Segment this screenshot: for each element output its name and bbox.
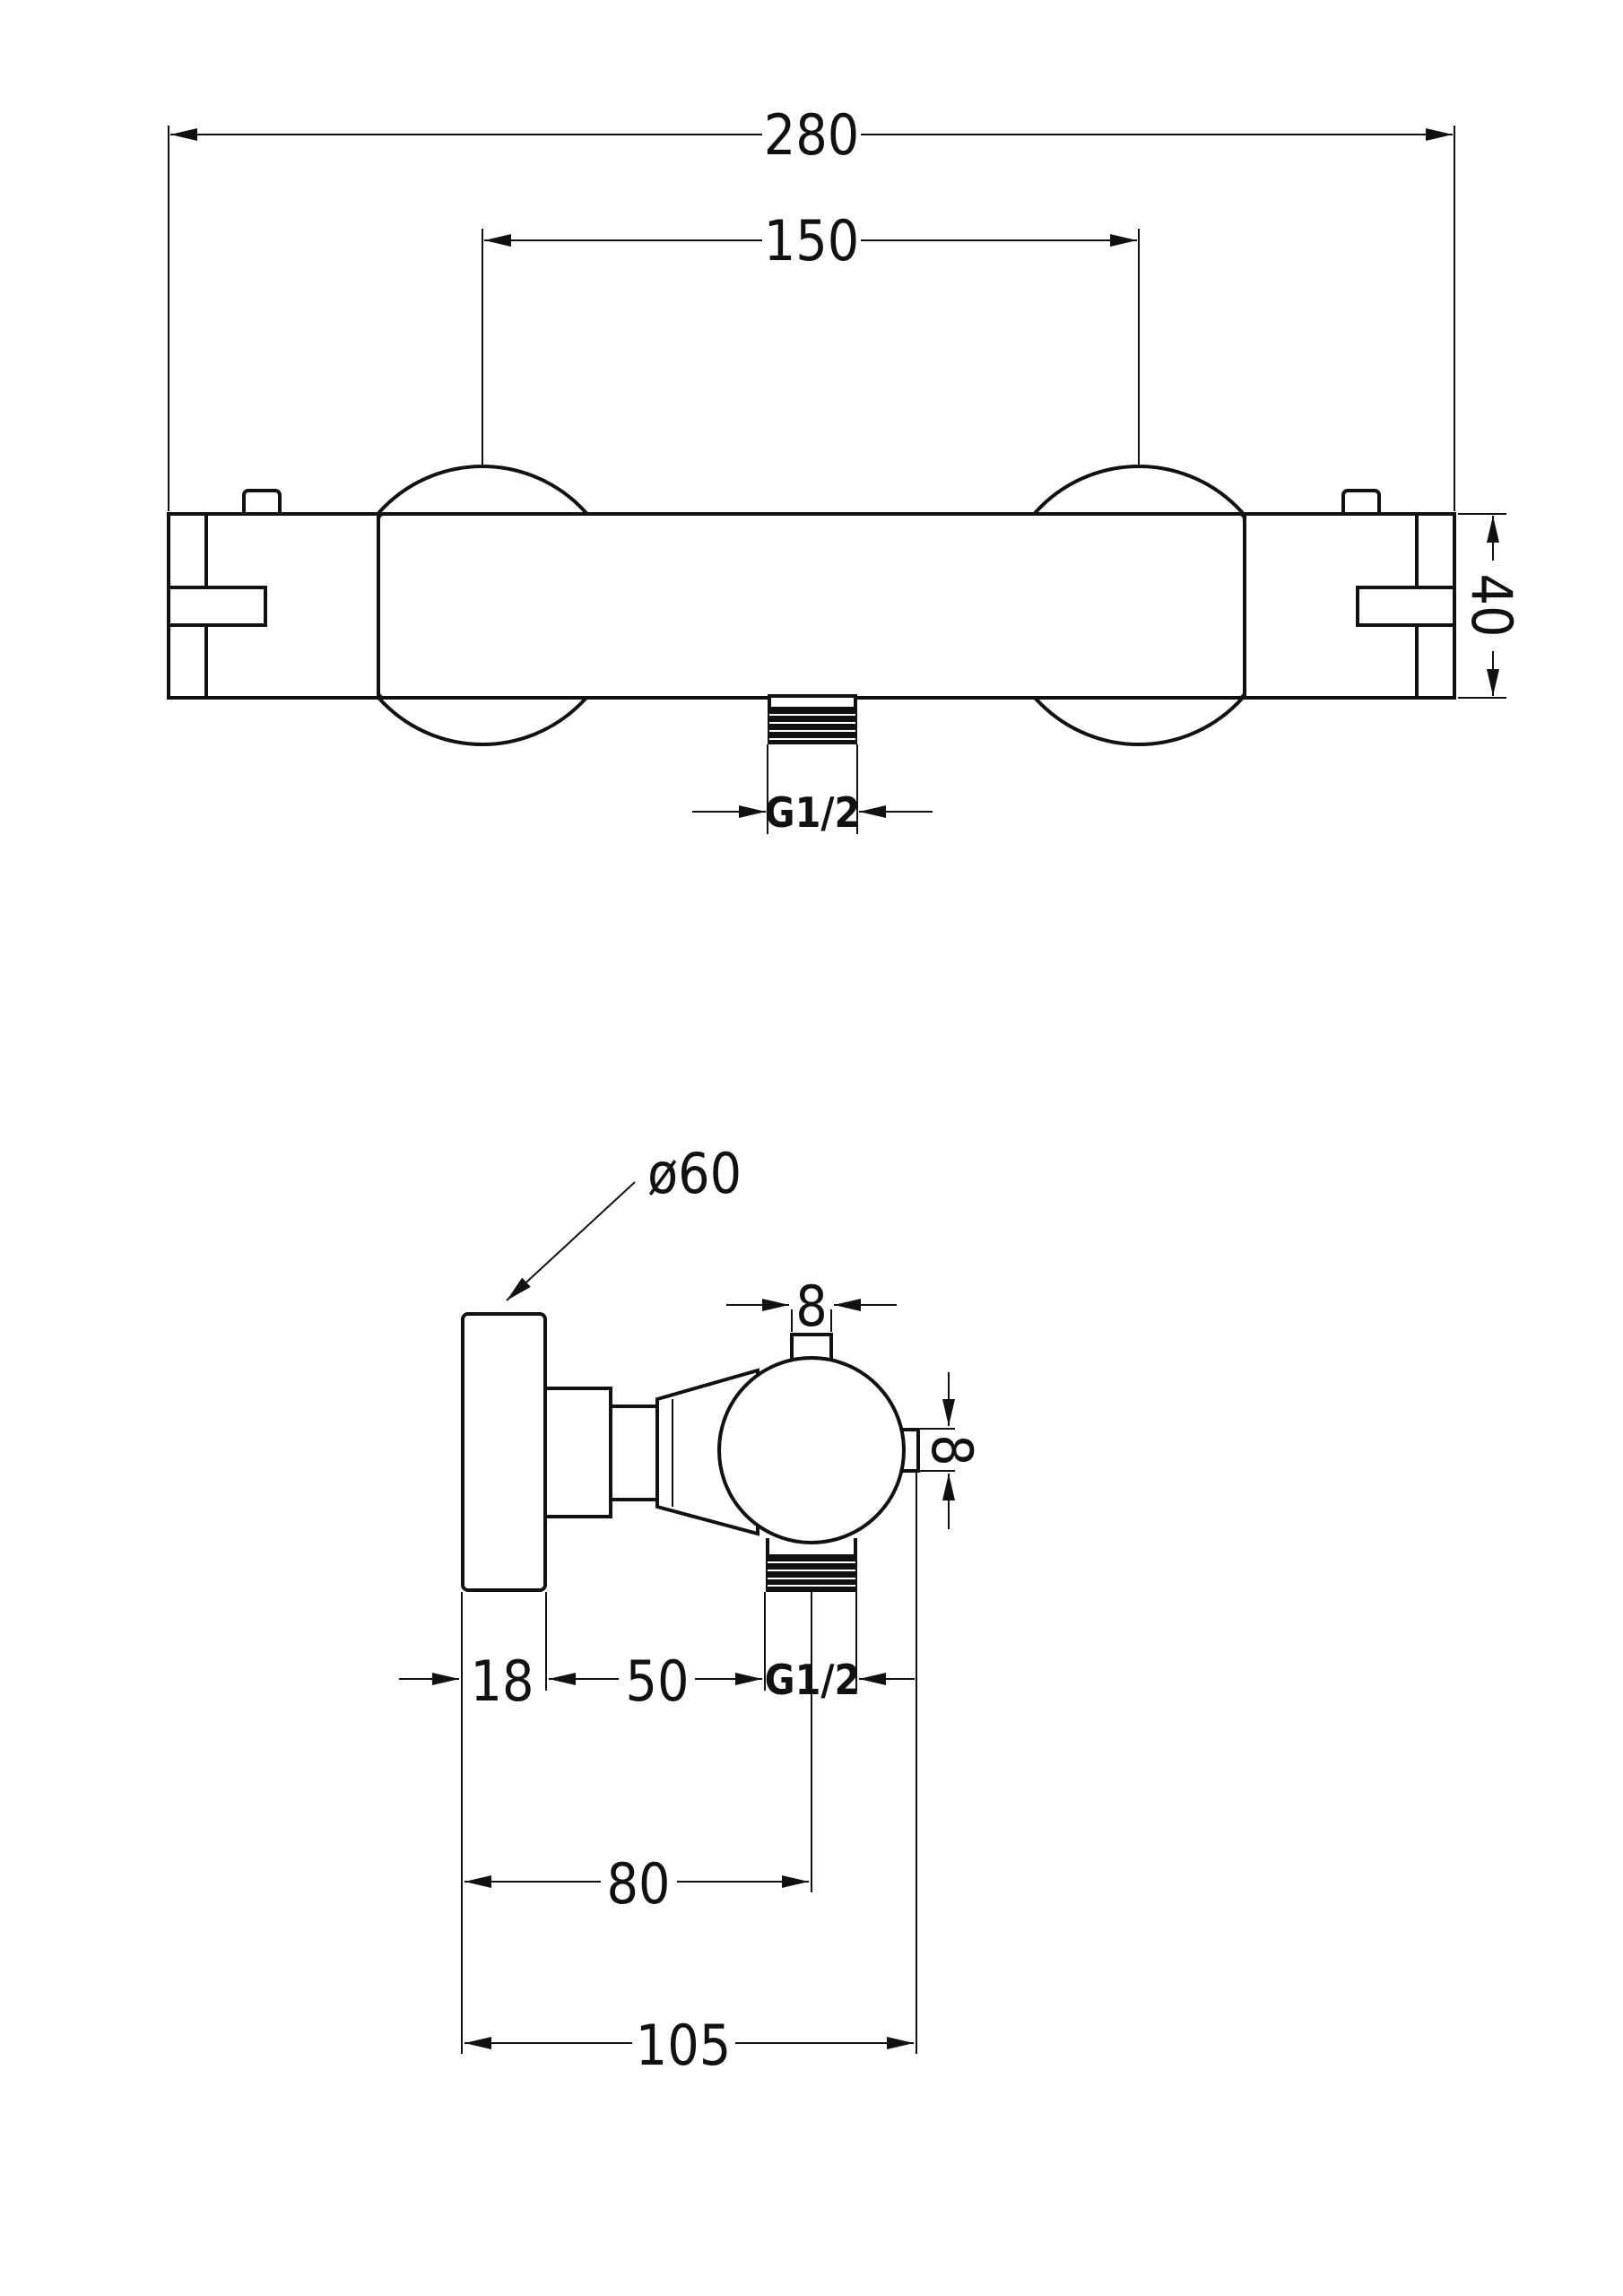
- dim-o60-label: ø60: [647, 1141, 742, 1206]
- dim-80-label: 80: [607, 1851, 671, 1917]
- wall-flange: [461, 1312, 547, 1592]
- dimension-pin-width: 8: [726, 1274, 897, 1339]
- side-g12-label: G1/2: [765, 1656, 861, 1704]
- dimension-overall-length: 280: [170, 102, 1453, 168]
- dim-150-label: 150: [764, 208, 859, 274]
- front-outlet-thread: [767, 694, 858, 834]
- dim-40-label: 40: [1459, 574, 1524, 638]
- dimension-inlet-spacing: 150: [484, 208, 1137, 274]
- dim-18-label: 18: [471, 1648, 534, 1714]
- dim-50-label: 50: [626, 1648, 690, 1714]
- mixer-body: [377, 512, 1246, 700]
- left-temperature-knob: [167, 512, 380, 700]
- dimension-pin-height: 8: [919, 1372, 985, 1529]
- right-flow-knob: [1243, 512, 1456, 700]
- side-mixer-body: [717, 1356, 906, 1544]
- dimension-overall-depth: 105: [464, 2013, 914, 2078]
- dim-8-top-label: 8: [795, 1274, 827, 1339]
- side-view: ø60 8 8 18 50 G1/2 80: [399, 1141, 985, 2078]
- dimension-flange-diameter: ø60: [506, 1141, 742, 1301]
- front-view: 280 150 40 G1/2: [167, 102, 1524, 837]
- dim-105-label: 105: [636, 2013, 731, 2078]
- dimension-outlet-offset: 80: [464, 1851, 809, 1917]
- front-g12-label: G1/2: [765, 788, 861, 837]
- dimension-front-outlet-thread: G1/2: [692, 788, 933, 837]
- dimension-body-height: 40: [1458, 513, 1524, 699]
- dim-8-side-label: 8: [919, 1434, 985, 1465]
- dimension-row: 18 50 G1/2: [399, 1648, 915, 1714]
- dim-280-label: 280: [764, 102, 859, 168]
- side-outlet-thread: [766, 1538, 857, 1592]
